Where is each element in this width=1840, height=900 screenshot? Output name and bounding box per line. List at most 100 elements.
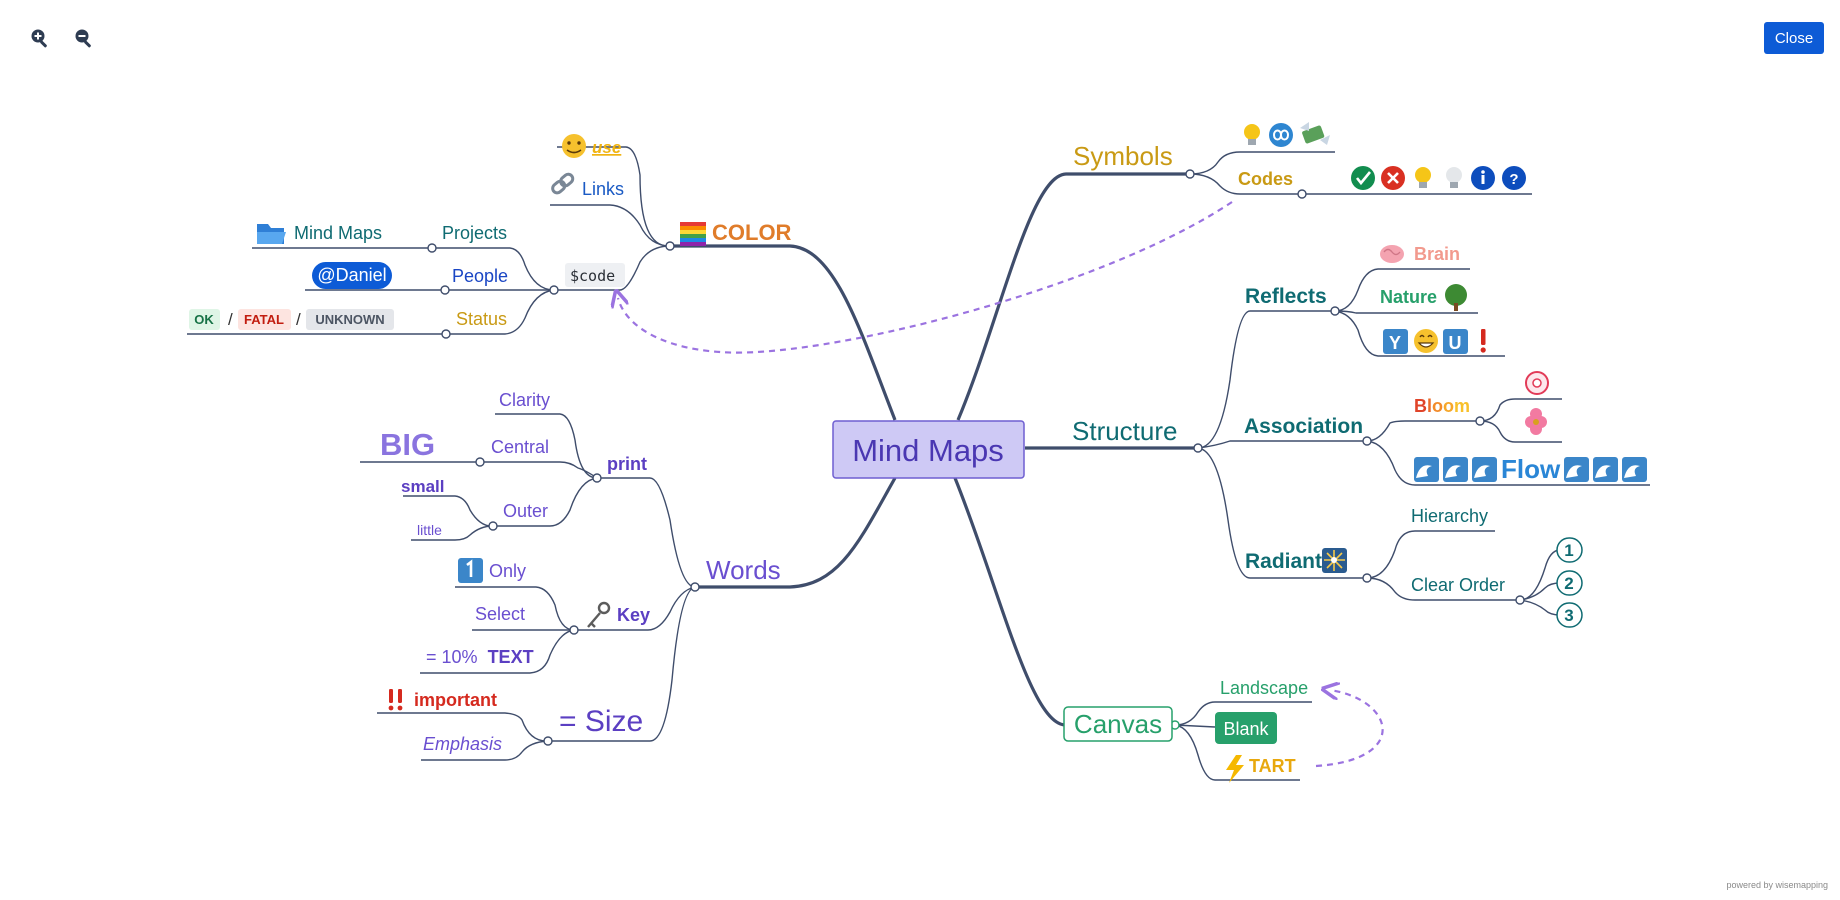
dot-code[interactable] [549,285,559,295]
line-emphasis [421,740,549,761]
rainbow-flag-icon [680,222,706,246]
topic-people[interactable]: People [452,266,508,286]
topic-nature[interactable]: Nature [1380,284,1467,311]
code-icons[interactable]: ? [1351,166,1526,190]
topic-small[interactable]: small [401,477,444,496]
topic-color[interactable]: COLOR [680,220,792,246]
topic-code[interactable]: $code [565,263,625,287]
central-node[interactable]: Mind Maps [832,420,1025,479]
dot-projects[interactable] [427,243,437,253]
topic-association-label: Association [1244,415,1363,438]
topic-association[interactable]: Association [1244,415,1363,438]
dot-people[interactable] [440,285,450,295]
topic-canvas[interactable]: Canvas [1063,706,1173,742]
dot-words[interactable] [690,582,700,592]
topic-number-3[interactable]: 3 [1556,602,1583,628]
topic-emphasis[interactable]: Emphasis [423,734,502,754]
topic-reflects-label: Reflects [1245,285,1327,308]
line-flower2 [1479,420,1562,443]
exclamation-icon [1480,329,1486,353]
dot-status[interactable] [441,329,451,339]
topic-select[interactable]: Select [475,604,525,624]
topic-outer-label: Outer [503,501,548,521]
line-blank [1174,724,1216,728]
topic-key[interactable]: Key [587,601,650,628]
topic-bloom-label: Bloom [1414,396,1470,416]
topic-flower-1[interactable] [1525,371,1549,395]
topic-central[interactable]: Central [491,437,549,457]
dot-outer[interactable] [488,521,498,531]
symbol-icons[interactable] [1244,122,1330,147]
topic-mind-maps-folder[interactable]: Mind Maps [257,223,382,244]
topic-outer[interactable]: Outer [503,501,548,521]
topic-projects[interactable]: Projects [442,223,507,243]
topic-number-1[interactable]: 1 [1556,537,1583,563]
line-num3 [1519,599,1561,616]
topic-you[interactable]: Y U [1383,329,1486,354]
topic-tart[interactable]: TART [1226,755,1296,783]
topic-landscape[interactable]: Landscape [1220,678,1308,698]
dot-structure[interactable] [1193,443,1203,453]
topic-words[interactable]: Words [706,555,781,585]
topic-size[interactable]: = Size [559,705,643,738]
topic-print[interactable]: print [607,454,647,474]
topic-links[interactable]: Links [551,172,624,199]
lightbulb-off-icon [1446,167,1462,188]
topic-bloom[interactable]: Bloom [1414,396,1470,416]
topic-codes[interactable]: Codes [1238,169,1293,189]
status-separator-2: / [296,310,301,329]
topic-brain[interactable]: Brain [1380,244,1460,264]
topic-landscape-label: Landscape [1220,678,1308,698]
dot-size[interactable] [543,736,553,746]
arrow-codes-to-code [618,201,1233,354]
line-little [411,525,494,541]
number-one-icon [458,558,483,583]
letter-y-badge [1383,329,1408,354]
topic-use-label: use [592,138,621,157]
zoom-out-button[interactable] [71,26,97,52]
zoom-in-button[interactable] [27,26,53,52]
topic-clarity[interactable]: Clarity [499,390,550,410]
dot-central[interactable] [475,457,485,467]
topic-reflects[interactable]: Reflects [1245,285,1327,308]
dot-radiant[interactable] [1362,573,1372,583]
topic-flow[interactable]: Flow [1414,454,1647,484]
dot-key[interactable] [569,625,579,635]
status-values[interactable]: OK / FATAL / UNKNOWN [189,309,394,330]
topic-flower-2[interactable] [1525,408,1547,435]
topic-central-label: Central [491,437,549,457]
topic-only[interactable]: Only [458,558,526,583]
letter-u-badge [1443,329,1468,354]
dot-bloom[interactable] [1475,416,1485,426]
topic-radiant[interactable]: Radiant [1245,548,1347,573]
topic-clear-order[interactable]: Clear Order [1411,575,1505,595]
topic-symbols-label: Symbols [1073,141,1173,171]
branch-color [670,244,897,421]
cross-icon [1381,166,1405,190]
topic-hierarchy[interactable]: Hierarchy [1411,506,1488,526]
dot-color[interactable] [665,241,675,251]
topic-important[interactable]: important [388,689,497,711]
topic-people-label: People [452,266,508,286]
topic-status[interactable]: Status [456,309,507,329]
topic-structure[interactable]: Structure [1072,416,1178,446]
topic-big[interactable]: BIG [380,427,435,462]
close-button[interactable]: Close [1764,22,1824,54]
dot-clear-order[interactable] [1515,595,1525,605]
dot-codes[interactable] [1297,189,1307,199]
line-clarity [495,413,598,479]
grinning-face-icon [1414,329,1438,353]
topic-number-2[interactable]: 2 [1556,570,1583,596]
dot-symbols[interactable] [1185,169,1195,179]
topic-little[interactable]: little [417,522,442,538]
topic-symbols[interactable]: Symbols [1073,141,1173,171]
topic-text[interactable]: = 10% TEXT [426,647,534,667]
topic-blank[interactable]: Blank [1215,712,1277,744]
dot-print[interactable] [592,473,602,483]
topic-daniel-mention[interactable]: @Daniel [312,262,392,289]
dot-association[interactable] [1362,436,1372,446]
info-icon [1471,166,1495,190]
topic-use[interactable]: use [562,134,621,158]
dot-reflects[interactable] [1330,306,1340,316]
